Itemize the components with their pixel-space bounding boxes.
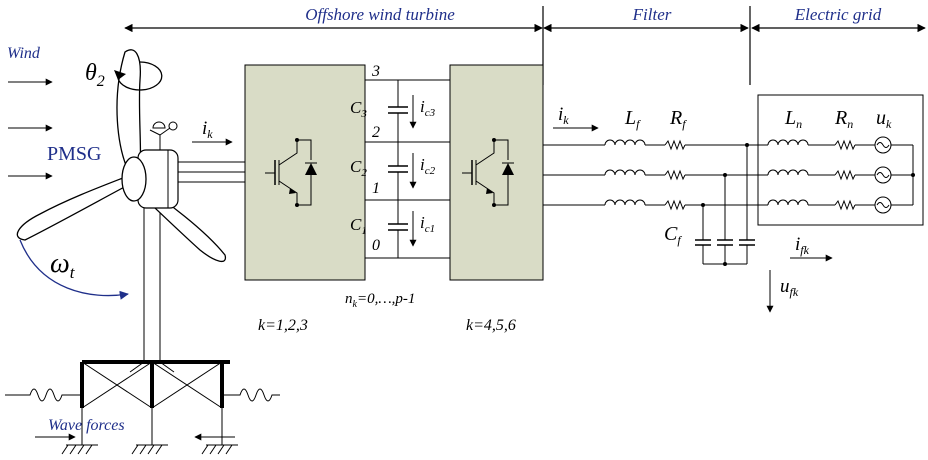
- node-3-label: 3: [371, 63, 380, 80]
- ic1-label: ic1: [420, 213, 435, 235]
- grid-inductor: [767, 139, 809, 146]
- igbt-switch-icon: [265, 138, 317, 207]
- wind-label: Wind: [7, 45, 41, 62]
- ik-input-label: ik: [202, 118, 213, 141]
- filter-inductor: [604, 169, 646, 176]
- capacitor-c2: [388, 142, 408, 200]
- igbt-switch-icon: [462, 138, 514, 207]
- ground-icon: [201, 444, 238, 455]
- ik-output-label: ik: [558, 104, 569, 127]
- spring-left: [5, 388, 82, 402]
- rf-label: Rf: [669, 107, 687, 131]
- inverter-converter: [449, 64, 544, 281]
- ufk-label: ufk: [780, 276, 799, 299]
- node-0-label: 0: [372, 237, 380, 254]
- k-left-label: k=1,2,3: [258, 317, 308, 334]
- ln-label: Ln: [784, 107, 802, 131]
- capacitor-c1: [388, 200, 408, 258]
- grid-resistor: [834, 199, 856, 211]
- grid-section-label: Electric grid: [794, 5, 882, 24]
- node-2-label: 2: [372, 124, 380, 141]
- filter-section-label: Filter: [632, 5, 672, 24]
- k-right-label: k=4,5,6: [466, 317, 516, 334]
- capacitor-c3: [388, 80, 408, 142]
- ic2-label: ic2: [420, 155, 436, 177]
- filter-inductor: [604, 199, 646, 206]
- omega-label: ωt: [50, 248, 76, 282]
- filter-capacitor-bank: [695, 239, 755, 266]
- uk-label: uk: [876, 107, 892, 131]
- nk-label: nk=0,…,p-1: [345, 291, 415, 310]
- ground-icon: [61, 444, 98, 455]
- section-headers: Offshore wind turbine Filter Electric gr…: [124, 5, 926, 85]
- electric-grid-box: Ln Rn uk: [757, 94, 924, 226]
- turbine-section-label: Offshore wind turbine: [305, 5, 455, 24]
- pmsg-label: PMSG: [47, 143, 101, 165]
- turbine: θ2 PMSG ωt: [16, 49, 227, 373]
- blade: [116, 49, 142, 181]
- grid-inductor: [767, 169, 809, 176]
- dc-link: C3 C2 C1 ic3 ic2 ic1 3 2 1 0 nk=0,…,p-1: [345, 63, 450, 310]
- pitch-rotation-icon: [114, 61, 163, 91]
- spring-right: [222, 388, 280, 402]
- node-1-label: 1: [372, 180, 380, 197]
- hub: [121, 156, 147, 202]
- omega-rotation-arrow: [19, 239, 129, 300]
- wave-forces-label: Wave forces: [48, 417, 125, 434]
- theta-label: θ2: [85, 60, 105, 90]
- c3-label: C3: [350, 98, 367, 120]
- c1-label: C1: [350, 215, 367, 237]
- rn-label: Rn: [834, 107, 853, 131]
- rectifier-converter: [244, 64, 366, 281]
- generator-lines: ik: [178, 118, 245, 183]
- c2-label: C2: [350, 157, 367, 179]
- ifk-label: ifk: [795, 234, 810, 257]
- wind-group: Wind: [7, 45, 53, 180]
- anemometer-icon: [149, 121, 178, 150]
- blade: [16, 175, 131, 241]
- offshore-platform: Wave forces: [5, 360, 280, 455]
- grid-resistor: [834, 139, 856, 151]
- ground-icon: [131, 444, 168, 455]
- grid-resistor: [834, 169, 856, 181]
- filter-inductor: [604, 139, 646, 146]
- filter-resistor: [664, 169, 686, 181]
- ic3-label: ic3: [420, 97, 436, 119]
- filter-resistor: [664, 199, 686, 211]
- lf-label: Lf: [624, 107, 641, 131]
- filter-resistor: [664, 139, 686, 151]
- grid-inductor: [767, 199, 809, 206]
- cf-label: Cf: [664, 223, 682, 247]
- filter-and-grid-lines: ik Cf ifk ufk Lf Rf: [543, 104, 913, 313]
